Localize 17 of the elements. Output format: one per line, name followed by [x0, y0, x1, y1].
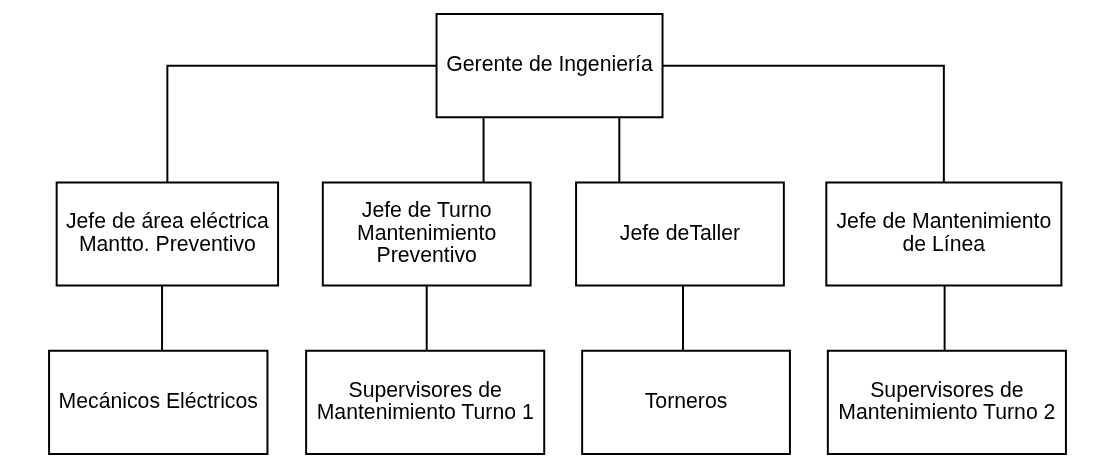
connector — [160, 284, 163, 352]
connector — [165, 64, 437, 184]
node-box: Gerente de Ingeniería — [435, 13, 663, 119]
node-box: Jefe de Turno Mantenimiento Preventivo — [321, 181, 532, 287]
node-box: Jefe deTaller — [574, 181, 785, 287]
node-box: Supervisores de Mantenimiento Turno 2 — [826, 349, 1067, 455]
node-box: Jefe de Mantenimiento de Línea — [824, 181, 1062, 287]
node-box: Supervisores de Mantenimiento Turno 1 — [304, 349, 545, 455]
connector — [681, 284, 684, 352]
connector — [425, 284, 428, 352]
connector — [617, 116, 620, 183]
connector — [661, 64, 945, 184]
connector — [943, 284, 946, 352]
node-box: Jefe de área eléctrica Mantto. Preventivo — [55, 181, 279, 287]
node-box: Mecánicos Eléctricos — [47, 349, 268, 455]
node-box: Torneros — [580, 349, 791, 455]
connector — [482, 116, 485, 183]
